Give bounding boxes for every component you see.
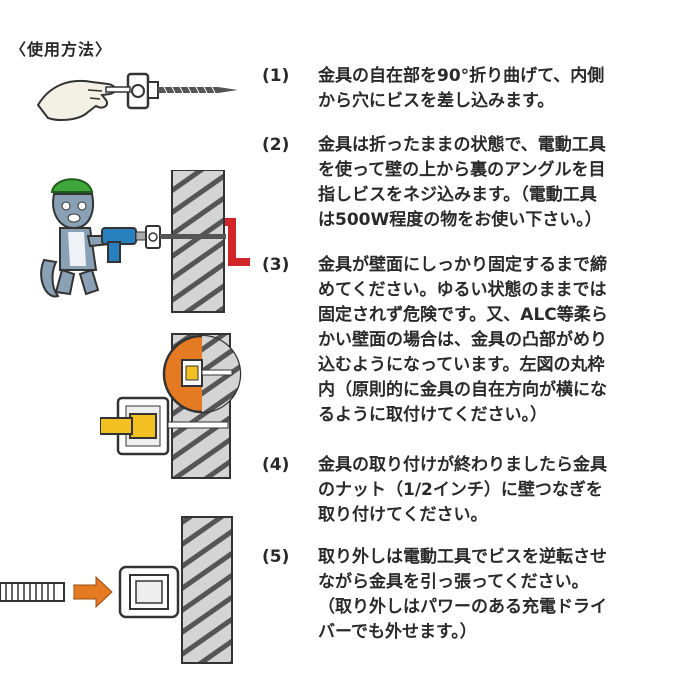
step-5-line-3: （取り外しはパワーのある充電ドライ [318,597,607,617]
screw-icon [105,86,238,94]
helmet-icon [50,178,94,193]
step-4-line-3: 取り付けてください。 [318,505,488,525]
raccoon-character-icon [40,178,112,298]
glove-hand-icon [36,79,116,121]
wall-section [171,170,225,313]
step-3-line-7: るように取付けてください。） [318,405,547,425]
step-3: (3) 金具が壁面にしっかり固定するまで締 めてください。ゆるい状態のままでは … [262,253,694,428]
bracket-with-nut-icon [100,396,170,456]
drilling-character-illustration [40,170,250,313]
wall-tie-attachment-illustration [0,516,233,664]
screw-icon [167,421,229,429]
step-3-line-2: めてください。ゆるい状態のままでは [318,280,607,300]
step-4-line-2: のナット（1/2インチ）に壁つなぎを [318,480,603,500]
step-2-number: (2) [262,135,290,155]
step-2-line-4: は500W程度の物をお使い下さい。） [318,210,602,230]
screw-icon [160,234,226,239]
step-1-line-1: 金具の自在部を90°折り曲げて、内側 [318,66,605,86]
step-3-line-3: 固定されず危険です。又、ALC等柔ら [318,305,608,325]
bracket-icon [145,225,161,249]
step-4-number: (4) [262,455,290,475]
step-2-line-3: 指しビスをネジ込みます。（電動工具 [318,185,597,205]
step-3-line-4: かい壁面の場合は、金具の凸部がめり [318,330,607,350]
magnify-circle-detail [162,334,242,414]
step-2-line-1: 金具は折ったままの状態で、電動工具 [318,135,606,155]
step-5-number: (5) [262,547,290,567]
step-5-line-1: 取り外しは電動工具でビスを逆転させ [318,547,607,567]
step-3-line-5: 込むようになっています。左図の丸枠 [318,355,605,375]
bracket-icon [118,565,180,619]
bracket-icon [126,72,159,110]
step-1: (1) 金具の自在部を90°折り曲げて、内側 から穴にビスを差し込みます。 [262,64,694,114]
angle-steel [225,218,250,266]
step-4: (4) 金具の取り付けが終わりましたら金具 のナット（1/2インチ）に壁つなぎを… [262,453,694,528]
step-2-line-2: を使って壁の上から裏のアングルを目 [318,160,606,180]
step-3-line-1: 金具が壁面にしっかり固定するまで締 [318,255,607,275]
step-4-line-1: 金具の取り付けが終わりましたら金具 [318,455,607,475]
bracket-fixed-on-wall-illustration [100,333,242,479]
step-5: (5) 取り外しは電動工具でビスを逆転させ ながら金具を引っ張ってください。 （… [262,545,694,645]
step-5-line-2: ながら金具を引っ張ってください。 [318,572,589,592]
section-title: 〈使用方法〉 [10,40,113,59]
step-5-line-4: バーでも外せます。） [318,622,477,642]
step-2: (2) 金具は折ったままの状態で、電動工具 を使って壁の上から裏のアングルを目 … [262,133,694,233]
arrow-right-icon [73,575,113,609]
power-drill-icon [101,227,147,263]
step-3-line-6: 内（原則的に金具の自在方向が横にな [318,380,607,400]
step-1-number: (1) [262,66,290,86]
threaded-rod-icon [0,582,65,602]
hand-inserting-screw-illustration [36,72,238,121]
wall-section [181,516,233,664]
step-1-line-2: から穴にビスを差し込みます。 [318,91,555,111]
step-3-number: (3) [262,255,290,275]
